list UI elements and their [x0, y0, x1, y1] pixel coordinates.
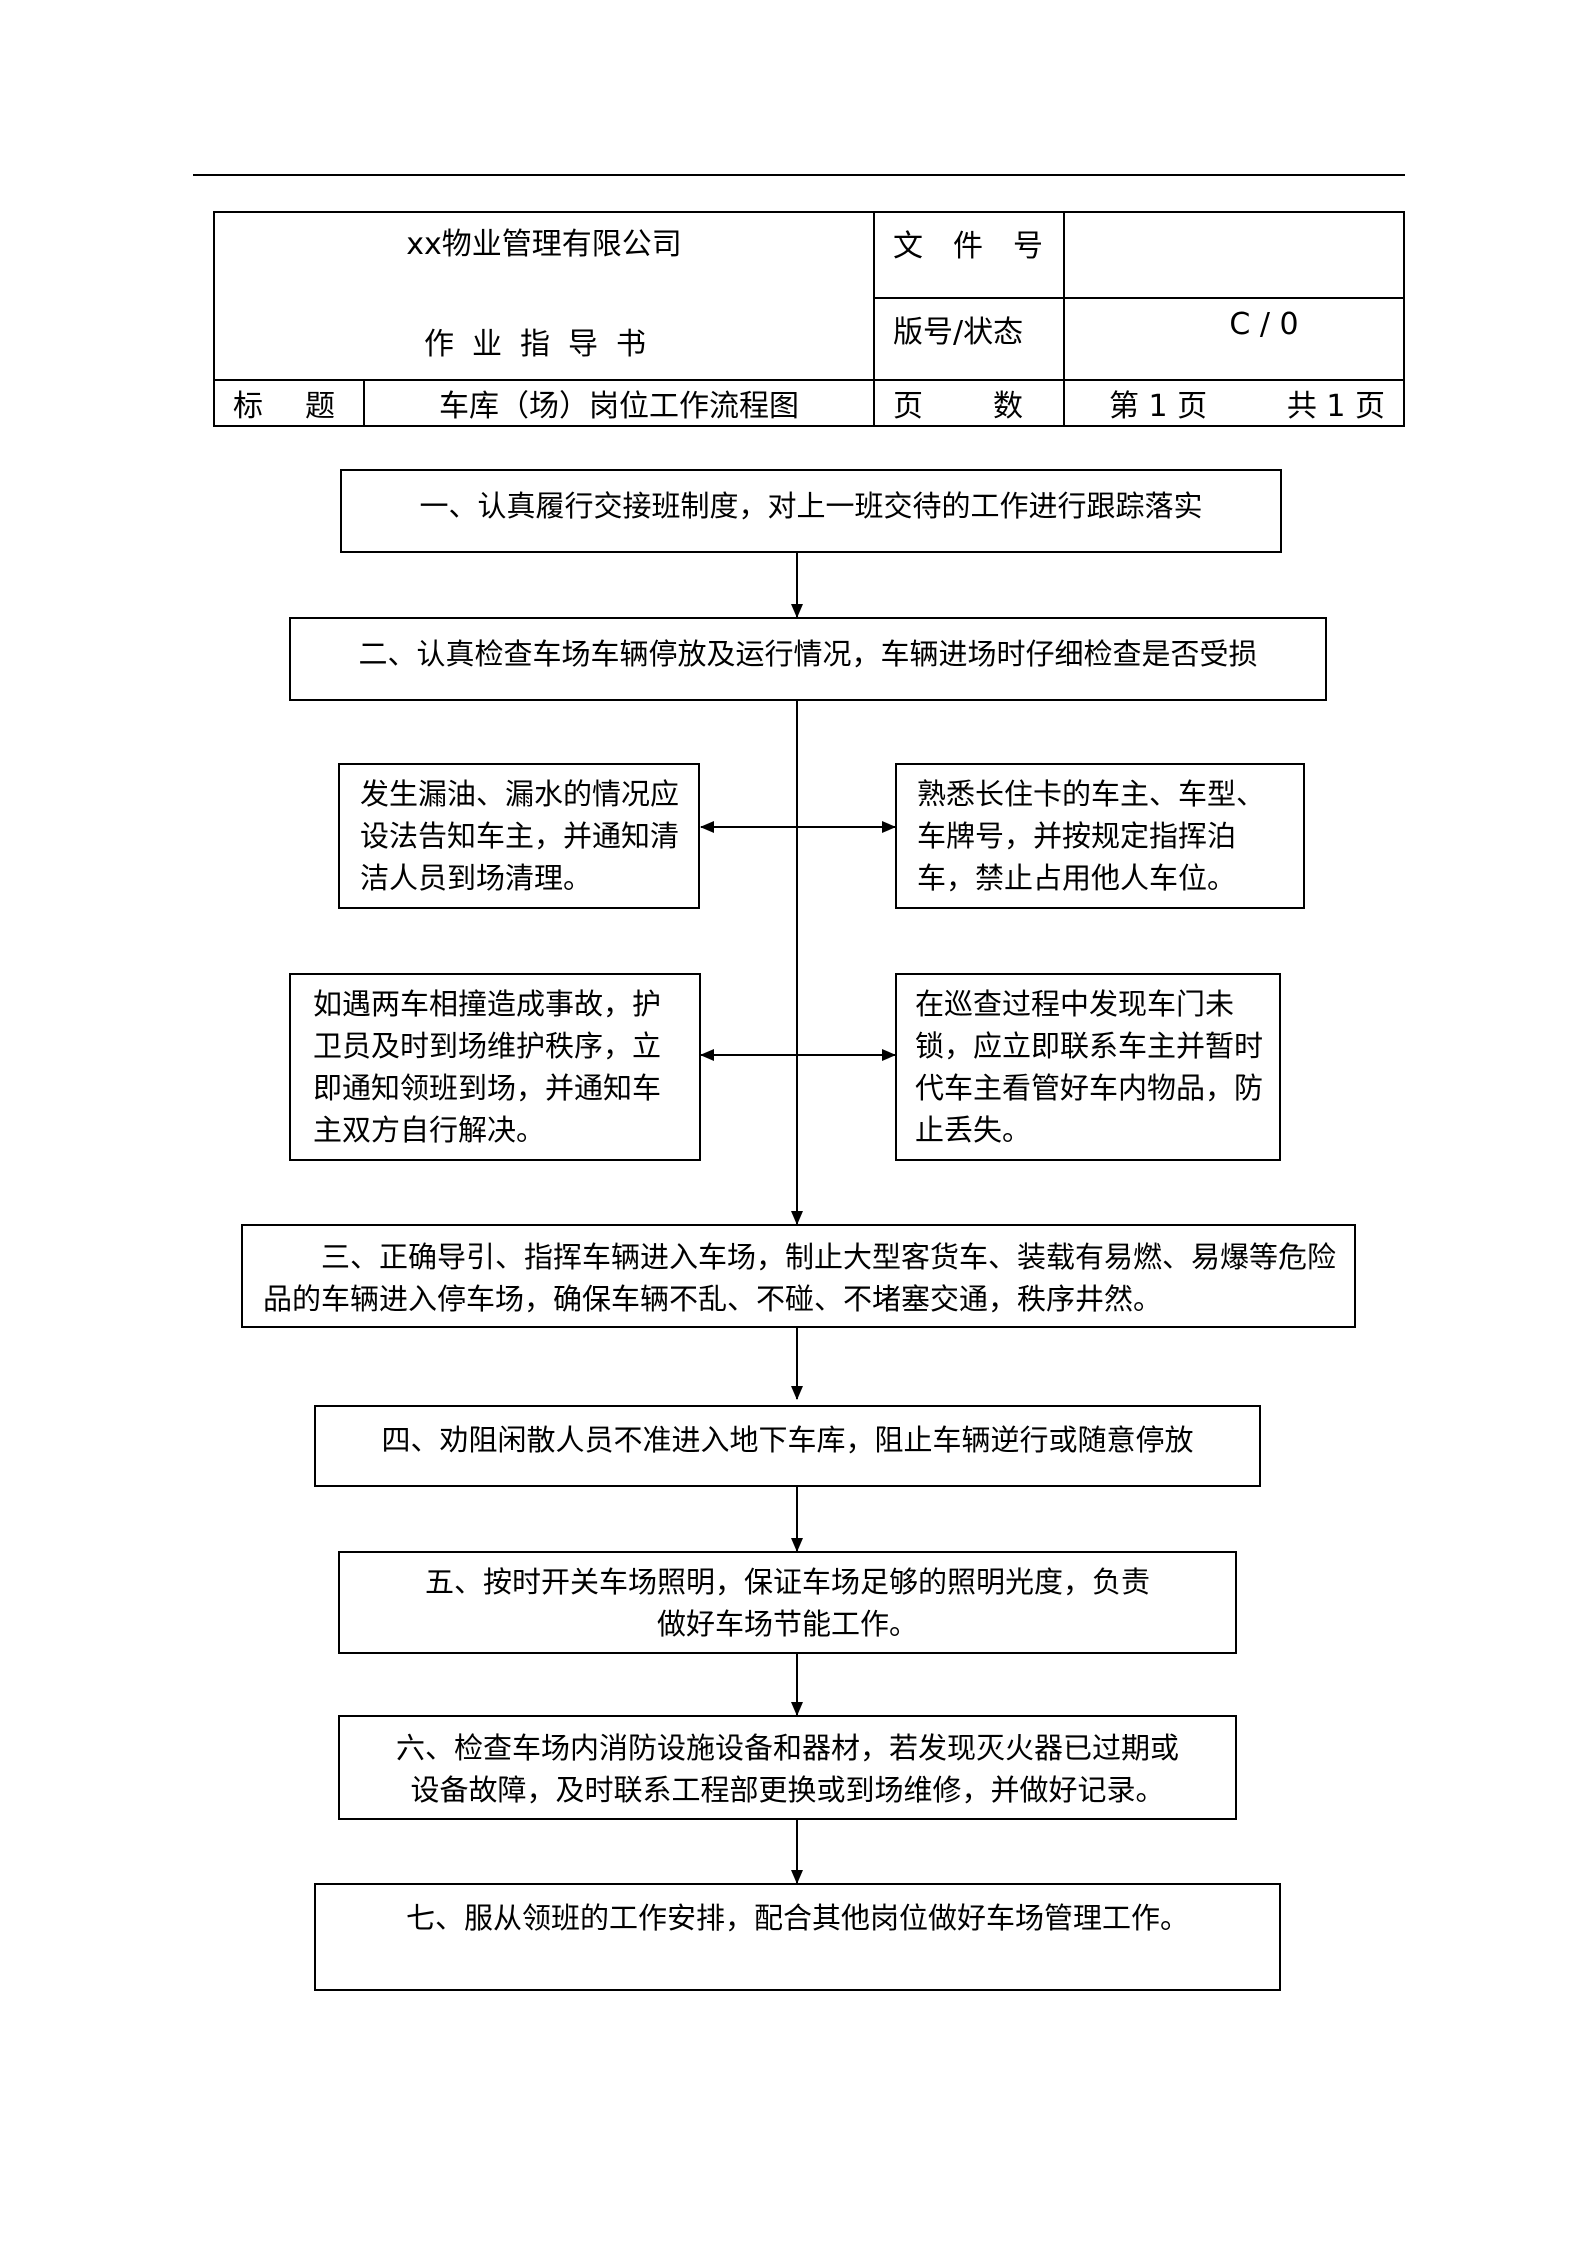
flow-step-5-line-2: 做好车场节能工作。 — [656, 1607, 918, 1641]
flow-step-4: 四、劝阻闲散人员不准进入地下车库，阻止车辆逆行或随意停放 — [314, 1405, 1261, 1487]
flow-step-1: 一、认真履行交接班制度，对上一班交待的工作进行跟踪落实 — [340, 469, 1282, 553]
flow-step-5-line-1: 五、按时开关车场照明，保证车场足够的照明光度，负责 — [424, 1565, 1150, 1599]
flow-side-left-2-text: 如遇两车相撞造成事故，护卫员及时到场维护秩序，立即通知领班到场，并通知车主双方自… — [313, 987, 662, 1147]
flow-step-2-text: 二、认真检查车场车辆停放及运行情况，车辆进场时仔细检查是否受损 — [358, 637, 1258, 671]
flow-side-right-2: 在巡查过程中发现车门未锁，应立即联系车主并暂时代车主看管好车内物品，防止丢失。 — [895, 973, 1281, 1161]
flow-side-left-1-text: 发生漏油、漏水的情况应设法告知车主，并通知清洁人员到场清理。 — [360, 777, 680, 895]
flow-step-6-line-1: 六、检查车场内消防设施设备和器材，若发现灭火器已过期或 — [395, 1731, 1179, 1765]
flow-step-3-text: 三、正确导引、指挥车辆进入车场，制止大型客货车、装载有易燃、易爆等危险品的车辆进… — [263, 1240, 1337, 1316]
flow-step-6-line-2: 设备故障，及时联系工程部更换或到场维修，并做好记录。 — [410, 1773, 1165, 1807]
version-value: C / 0 — [1063, 297, 1406, 381]
pages-label-char-1: 页 — [893, 389, 924, 424]
company-name: xx物业管理有限公司 — [406, 227, 682, 262]
flow-step-2: 二、认真检查车场车辆停放及运行情况，车辆进场时仔细检查是否受损 — [289, 617, 1327, 701]
pages-label-cell: 页 数 — [873, 379, 1066, 427]
doc-number-value — [1063, 211, 1406, 299]
flow-side-right-2-text: 在巡查过程中发现车门未锁，应立即联系车主并暂时代车主看管好车内物品，防止丢失。 — [915, 987, 1264, 1147]
document-type: 作业指导书 — [424, 327, 664, 362]
page-total: 共 1 页 — [1286, 389, 1386, 424]
flow-side-left-1: 发生漏油、漏水的情况应设法告知车主，并通知清洁人员到场清理。 — [338, 763, 700, 909]
doc-number-label: 文 件 号 — [873, 211, 1066, 299]
flow-side-right-1: 熟悉长住卡的车主、车型、车牌号，并按规定指挥泊车，禁止占用他人车位。 — [895, 763, 1305, 909]
flow-step-7-text: 七、服从领班的工作安排，配合其他岗位做好车场管理工作。 — [405, 1901, 1189, 1935]
flow-side-left-2: 如遇两车相撞造成事故，护卫员及时到场维护秩序，立即通知领班到场，并通知车主双方自… — [289, 973, 701, 1161]
pages-value-cell: 第 1 页 共 1 页 — [1063, 379, 1406, 427]
flow-side-right-1-text: 熟悉长住卡的车主、车型、车牌号，并按规定指挥泊车，禁止占用他人车位。 — [917, 777, 1266, 895]
pages-label-char-2: 数 — [993, 389, 1024, 424]
flow-step-4-text: 四、劝阻闲散人员不准进入地下车库，阻止车辆逆行或随意停放 — [381, 1423, 1194, 1457]
title-label-char-2: 题 — [305, 389, 335, 424]
flow-step-3: 三、正确导引、指挥车辆进入车场，制止大型客货车、装载有易燃、易爆等危险品的车辆进… — [241, 1224, 1356, 1328]
title-label-cell: 标 题 — [213, 379, 365, 427]
header-rule — [193, 174, 1405, 176]
document-header-table: xx物业管理有限公司 作业指导书 文 件 号 版号/状态 C / 0 标 题 车… — [212, 211, 1406, 427]
flow-step-7: 七、服从领班的工作安排，配合其他岗位做好车场管理工作。 — [314, 1883, 1281, 1991]
flow-step-6: 六、检查车场内消防设施设备和器材，若发现灭火器已过期或 设备故障，及时联系工程部… — [338, 1715, 1237, 1820]
title-label-char-1: 标 — [233, 389, 263, 424]
flow-step-1-text: 一、认真履行交接班制度，对上一班交待的工作进行跟踪落实 — [419, 489, 1203, 523]
document-title: 车库（场）岗位工作流程图 — [362, 379, 876, 427]
page-current: 第 1 页 — [1109, 389, 1208, 424]
flow-step-5: 五、按时开关车场照明，保证车场足够的照明光度，负责 做好车场节能工作。 — [338, 1551, 1237, 1654]
version-label: 版号/状态 — [873, 297, 1066, 381]
company-cell: xx物业管理有限公司 作业指导书 — [212, 211, 876, 381]
